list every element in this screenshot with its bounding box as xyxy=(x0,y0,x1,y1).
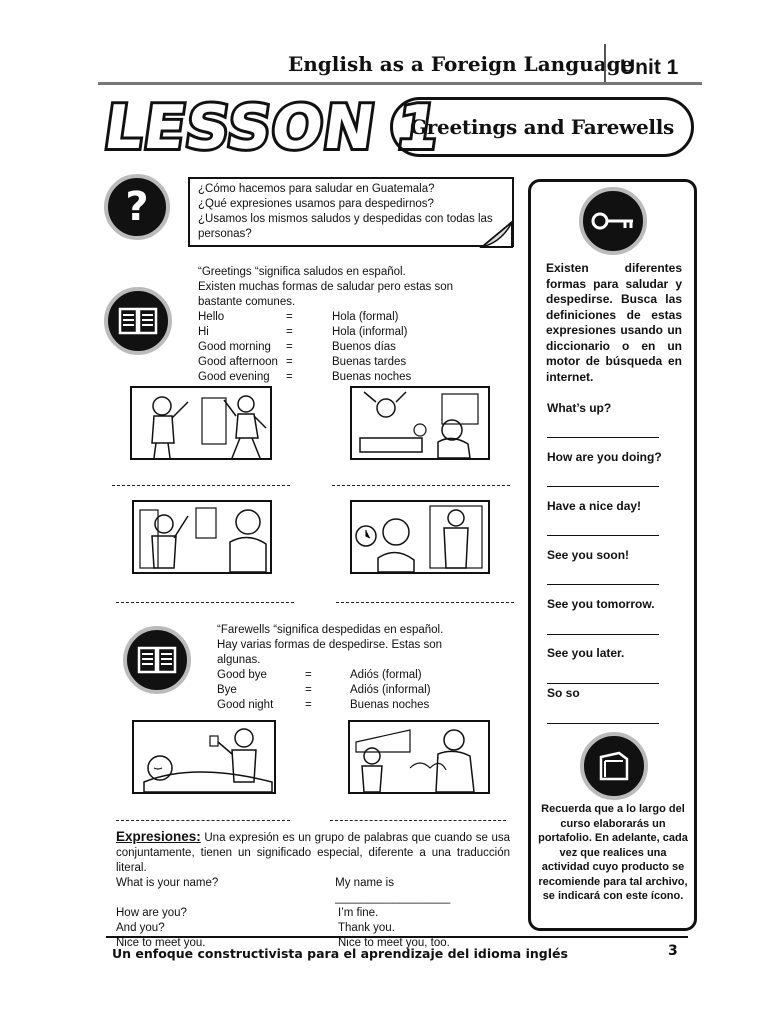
illustration-greeting-afternoon xyxy=(132,500,272,574)
sidebar-item: So so xyxy=(547,686,580,700)
question-1: ¿Cómo hacemos para saludar en Guatemala? xyxy=(198,183,435,195)
greetings-intro-2: Existen muchas formas de saludar pero es… xyxy=(198,281,454,308)
question-2: ¿Qué expresiones usamos para despedirnos… xyxy=(198,198,434,210)
expresiones-definition: Expresiones: Una expresión es un grupo d… xyxy=(116,829,510,874)
answer-line[interactable] xyxy=(336,602,514,603)
farewell-row: Bye=Adiós (informal) xyxy=(217,684,431,696)
definitions-panel xyxy=(528,179,697,931)
expresiones-list: What is your name?My name is ___________… xyxy=(116,876,510,951)
question-3: ¿Usamos los mismos saludos y despedidas … xyxy=(198,213,493,240)
answer-line[interactable] xyxy=(330,820,506,821)
answer-line[interactable] xyxy=(332,485,510,486)
farewells-intro-1: “Farewells “significa despedidas en espa… xyxy=(217,624,444,636)
lesson-title: LESSON 1 xyxy=(100,93,445,163)
sidebar-intro: Existen diferentes formas para saludar y… xyxy=(546,261,682,384)
answer-line[interactable] xyxy=(116,820,290,821)
definition-line[interactable] xyxy=(547,683,659,684)
definition-line[interactable] xyxy=(547,634,659,635)
greeting-row: Hi=Hola (informal) xyxy=(198,326,408,338)
question-icon: ? xyxy=(104,174,170,240)
greeting-row: Hello=Hola (formal) xyxy=(198,311,399,323)
expression-row: How are you?I’m fine. xyxy=(116,907,379,919)
definition-line[interactable] xyxy=(547,486,659,487)
folder-icon xyxy=(580,732,648,800)
key-icon xyxy=(579,187,647,255)
farewells-intro-2: Hay varias formas de despedirse. Estas s… xyxy=(217,639,442,666)
expression-row: Nice to meet you.Nice to meet you, too. xyxy=(116,937,450,949)
illustration-farewell-goodbye xyxy=(348,720,490,794)
book-icon xyxy=(123,626,191,694)
greetings-intro-1: “Greetings “significa saludos en español… xyxy=(198,266,406,278)
header-rule xyxy=(98,82,702,85)
book-icon xyxy=(104,287,172,355)
expression-row: And you?Thank you. xyxy=(116,922,395,934)
page-curl-corner xyxy=(479,219,513,248)
sidebar-item: See you tomorrow. xyxy=(547,597,655,611)
illustration-farewell-night xyxy=(132,720,276,794)
greetings-list: Hello=Hola (formal) Hi=Hola (informal) G… xyxy=(198,310,498,385)
page-number: 3 xyxy=(668,943,678,959)
sidebar-item: See you soon! xyxy=(547,548,630,562)
greetings-block: “Greetings “significa saludos en español… xyxy=(198,265,498,385)
header-divider xyxy=(604,44,606,84)
greeting-row: Good afternoon=Buenas tardes xyxy=(198,356,407,368)
expression-row: What is your name?My name is ___________… xyxy=(116,877,451,904)
greeting-row: Good evening=Buenas noches xyxy=(198,371,412,383)
portfolio-note: Recuerda que a lo largo del curso elabor… xyxy=(538,803,688,902)
greeting-row: Good morning=Buenos días xyxy=(198,341,396,353)
answer-line[interactable] xyxy=(116,602,294,603)
course-title: English as a Foreign Language xyxy=(288,52,634,76)
lesson-heading: LESSON 1 xyxy=(97,90,448,166)
expresiones-block: Expresiones: Una expresión es un grupo d… xyxy=(116,829,510,951)
sidebar-item: What’s up? xyxy=(547,401,612,415)
illustration-greeting-morning xyxy=(350,386,490,460)
expresiones-label: Expresiones: xyxy=(116,829,201,844)
farewell-row: Good bye=Adiós (formal) xyxy=(217,669,422,681)
definition-line[interactable] xyxy=(547,437,659,438)
answer-line[interactable] xyxy=(112,485,290,486)
footer-rule xyxy=(106,936,688,938)
sidebar-item: See you later. xyxy=(547,646,625,660)
farewells-list: Good bye=Adiós (formal) Bye=Adiós (infor… xyxy=(217,668,457,713)
farewells-block: “Farewells “significa despedidas en espa… xyxy=(217,623,457,713)
questions-box: ¿Cómo hacemos para saludar en Guatemala?… xyxy=(188,177,514,247)
sidebar-item: Have a nice day! xyxy=(547,499,642,513)
definition-line[interactable] xyxy=(547,584,659,585)
illustration-greeting-wave xyxy=(130,386,272,460)
unit-label: Unit 1 xyxy=(620,56,679,79)
illustration-greeting-evening xyxy=(350,500,490,574)
farewell-row: Good night=Buenas noches xyxy=(217,699,430,711)
lesson-topic: Greetings and Farewells xyxy=(390,97,694,157)
definition-line[interactable] xyxy=(547,723,659,724)
sidebar-item: How are you doing? xyxy=(547,450,662,464)
footer-text: Un enfoque constructivista para el apren… xyxy=(112,946,568,961)
lesson-topic-text: Greetings and Farewells xyxy=(410,115,674,139)
definition-line[interactable] xyxy=(547,535,659,536)
